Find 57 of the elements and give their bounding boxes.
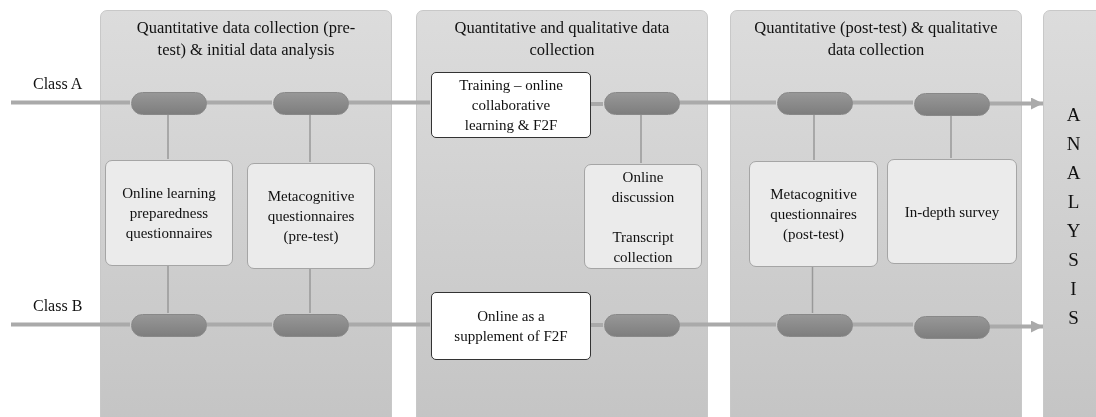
- instrument-box: [887, 159, 1017, 264]
- instrument-box: [105, 160, 233, 266]
- timeline-capsule: [777, 92, 853, 115]
- timeline-line: [206, 322, 272, 327]
- analysis-title: ANALYSIS: [1062, 104, 1084, 336]
- timeline-line: [206, 100, 272, 105]
- instrument-box: [247, 163, 375, 269]
- box-text: Metacognitive questionnaires (post-test): [769, 185, 858, 244]
- timeline-line: [852, 322, 913, 327]
- box-text: Online discussion: [610, 167, 676, 207]
- timeline-capsule: [131, 314, 207, 337]
- analysis-panel: [1043, 10, 1096, 417]
- timeline-line: [348, 322, 430, 327]
- connector-line: [167, 264, 169, 314]
- box-text: In-depth survey: [904, 202, 1000, 222]
- timeline-capsule: [604, 314, 680, 337]
- box-text: Online learning preparedness questionnaires: [121, 184, 217, 243]
- timeline-capsule: [273, 92, 349, 115]
- connector-line: [309, 113, 311, 163]
- instrument-box: [584, 164, 702, 269]
- class-label: Class A: [33, 75, 83, 93]
- timeline-line: [852, 100, 913, 105]
- timeline-line: [11, 322, 130, 327]
- timeline-arrow: [989, 97, 1043, 110]
- connector-line: [811, 265, 814, 314]
- connector-line: [813, 113, 815, 161]
- timeline-arrow: [989, 320, 1043, 333]
- timeline-capsule: [914, 93, 990, 116]
- connector-line: [950, 114, 952, 159]
- timeline-capsule: [777, 314, 853, 337]
- phase-title: Quantitative and qualitative data collection: [453, 17, 671, 61]
- phase-panel: [100, 10, 392, 417]
- timeline-line: [348, 100, 430, 105]
- instrument-box: [749, 161, 878, 267]
- timeline-line: [679, 100, 776, 105]
- box-text: Metacognitive questionnaires (pre-test): [266, 187, 356, 246]
- timeline-line: [590, 323, 603, 327]
- timeline-capsule: [273, 314, 349, 337]
- timeline-line: [11, 100, 130, 105]
- timeline-line: [679, 322, 776, 327]
- timeline-capsule: [604, 92, 680, 115]
- connector-line: [309, 267, 311, 314]
- timeline-capsule: [131, 92, 207, 115]
- phase-title: Quantitative data collection (pre-test) & initial data analysis: [135, 17, 357, 61]
- activity-box: [431, 72, 591, 138]
- phase-panel: [730, 10, 1022, 417]
- connector-line: [640, 113, 642, 164]
- timeline-capsule: [914, 316, 990, 339]
- class-label: Class B: [33, 297, 83, 315]
- phase-panel: [416, 10, 708, 417]
- box-text: Online as a supplement of F2F: [453, 307, 569, 346]
- box-text: Training – online collaborative learning & F2F: [458, 76, 564, 135]
- connector-line: [167, 113, 169, 160]
- timeline-line: [590, 102, 603, 106]
- box-text: Transcript collection: [611, 227, 675, 267]
- activity-box: [431, 292, 591, 360]
- phase-title: Quantitative (post-test) & qualitative data collection: [753, 17, 999, 61]
